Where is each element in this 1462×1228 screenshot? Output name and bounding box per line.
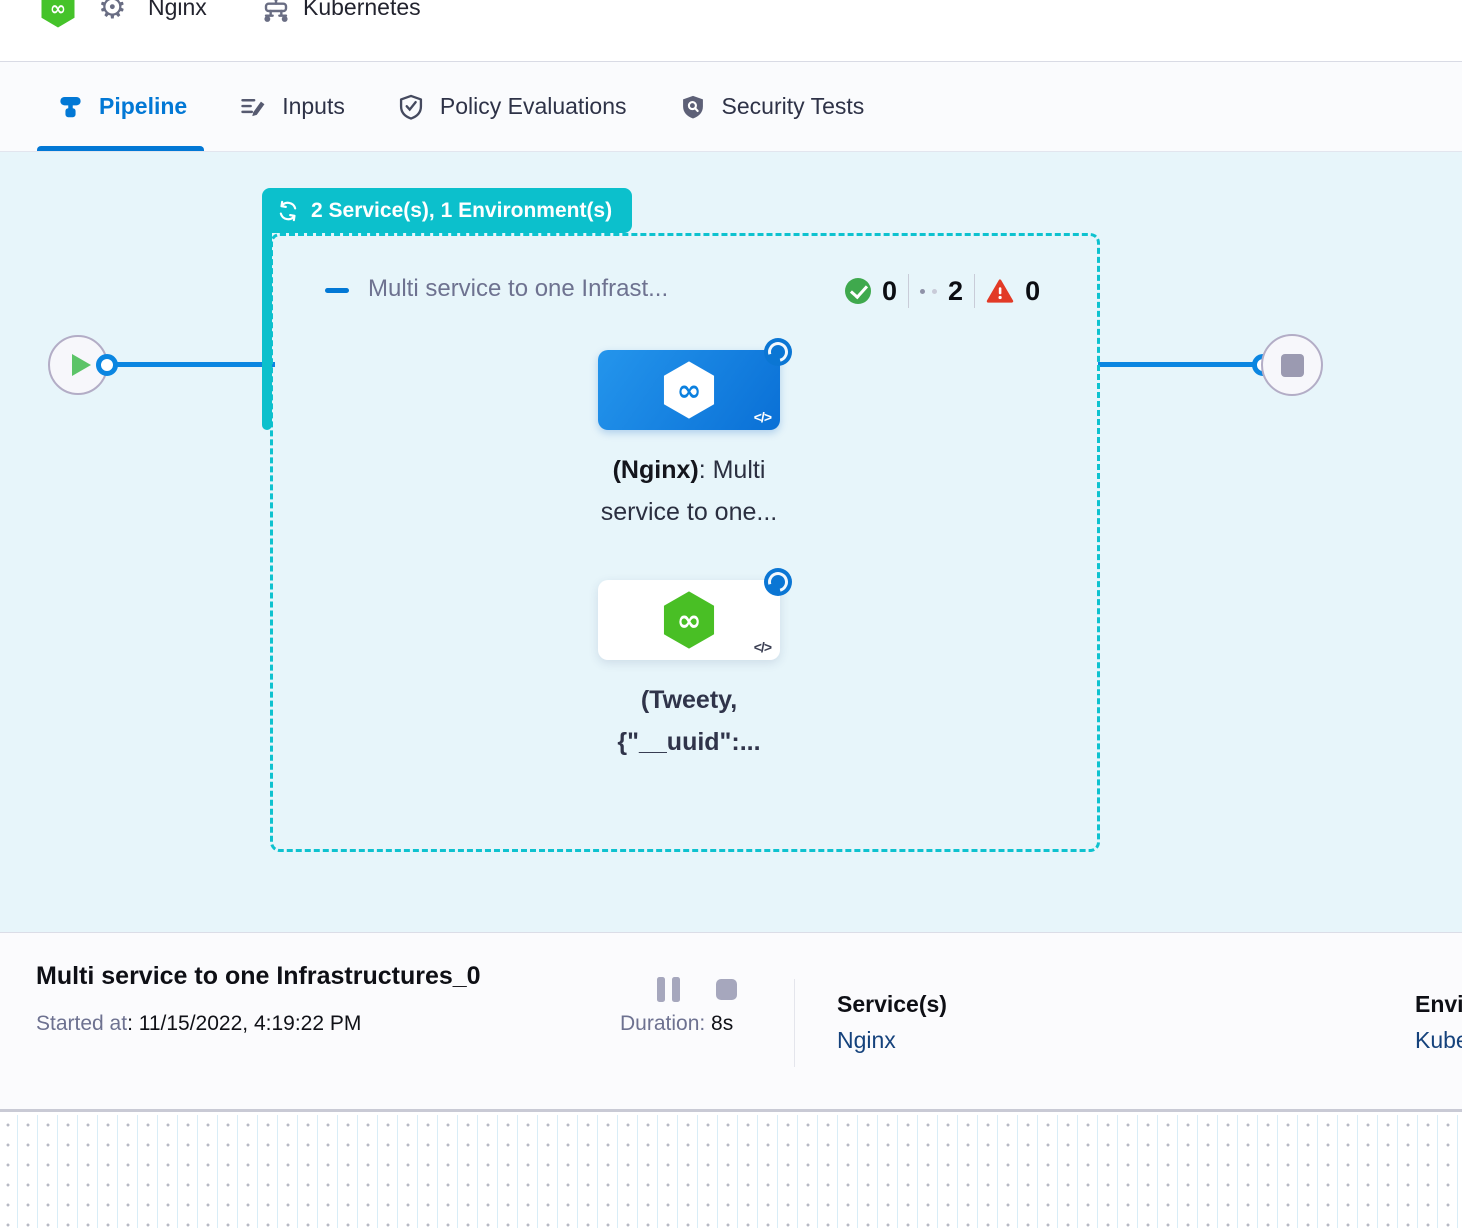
tab-security-tests[interactable]: Security Tests xyxy=(679,62,865,151)
failed-count: 0 xyxy=(1025,275,1041,306)
harness-logo-icon: ∞ xyxy=(41,0,75,28)
success-count: 0 xyxy=(882,275,898,306)
running-spinner-badge xyxy=(764,338,792,366)
execution-summary-bar: Multi service to one Infrastructures_0 S… xyxy=(0,932,1462,1112)
shield-check-icon xyxy=(399,94,422,120)
header-pipeline-name[interactable]: Nginx xyxy=(148,0,207,20)
stage-services-badge-label: 2 Service(s), 1 Environment(s) xyxy=(311,198,613,222)
service-node-tweety-label: (Tweety, {"__uuid":... xyxy=(554,679,824,763)
canvas-grid-background xyxy=(0,1115,1462,1228)
started-at-row: Started at: 11/15/2022, 4:19:22 PM xyxy=(36,1012,361,1036)
pipeline-settings-gear-icon[interactable]: ⚙ xyxy=(98,0,127,25)
stop-execution-button[interactable] xyxy=(716,979,737,1000)
duration-row: Duration: 8s xyxy=(620,1012,733,1036)
shield-scan-icon xyxy=(682,95,703,119)
pipeline-icon xyxy=(60,96,81,118)
pause-execution-button[interactable] xyxy=(657,977,680,1002)
tab-pipeline-label: Pipeline xyxy=(99,93,188,119)
code-icon: </> xyxy=(753,409,772,425)
execution-header: ∞ ⚙ Nginx Kubernetes xyxy=(0,0,1462,62)
service-node-tweety[interactable]: ∞ </> xyxy=(598,580,780,660)
footer-divider xyxy=(794,979,795,1067)
header-environment-name[interactable]: Kubernetes xyxy=(303,0,421,20)
tab-inputs-label: Inputs xyxy=(282,93,345,119)
inputs-icon xyxy=(241,98,265,116)
stage-loop-bar xyxy=(262,222,272,430)
node-label-line2: {"__uuid":... xyxy=(617,728,761,756)
tab-inputs[interactable]: Inputs xyxy=(239,62,345,151)
node-label-rest: : Multi xyxy=(698,456,766,484)
kubernetes-environment-icon xyxy=(264,0,288,22)
success-status-icon xyxy=(845,278,871,304)
svg-text:∞: ∞ xyxy=(50,0,66,20)
node-label-line1: (Tweety, xyxy=(640,686,738,714)
svg-text:∞: ∞ xyxy=(677,604,702,639)
stage-status-counts: 0 2 0 xyxy=(845,274,1040,308)
execution-title: Multi service to one Infrastructures_0 xyxy=(36,962,481,990)
started-at-value: : 11/15/2022, 4:19:22 PM xyxy=(127,1012,362,1035)
status-divider xyxy=(974,274,976,308)
running-count: 2 xyxy=(948,275,964,306)
connector-line-right xyxy=(1098,362,1264,367)
stop-icon xyxy=(1280,353,1304,377)
harness-service-icon: ∞ xyxy=(663,591,715,649)
stage-group-box[interactable] xyxy=(270,233,1100,852)
pipeline-end-node[interactable] xyxy=(1261,334,1323,396)
service-node-nginx-label: (Nginx): Multi service to one... xyxy=(554,449,824,533)
code-icon: </> xyxy=(753,639,772,655)
execution-tabbar: Pipeline Inputs Policy Evaluations xyxy=(0,62,1462,152)
running-status-icon xyxy=(920,288,938,294)
pipeline-canvas[interactable]: 2 Service(s), 1 Environment(s) Multi ser… xyxy=(0,152,1462,932)
service-node-nginx[interactable]: ∞ </> xyxy=(598,350,780,430)
running-spinner-badge xyxy=(764,568,792,596)
loop-refresh-icon xyxy=(279,200,297,221)
environment-value-link[interactable]: Kubernetes xyxy=(1415,1027,1462,1053)
harness-service-icon: ∞ xyxy=(663,361,715,419)
stage-name: Multi service to one Infrast... xyxy=(368,275,669,302)
active-tab-underline xyxy=(37,146,205,151)
tab-pipeline[interactable]: Pipeline xyxy=(37,62,205,151)
services-label: Service(s) xyxy=(837,991,947,1017)
connector-line-left xyxy=(105,362,275,367)
svg-text:∞: ∞ xyxy=(677,374,702,409)
collapse-stage-button[interactable] xyxy=(325,288,349,293)
started-at-label: Started at xyxy=(36,1012,128,1035)
stage-services-badge[interactable]: 2 Service(s), 1 Environment(s) xyxy=(262,188,633,233)
duration-value: 8s xyxy=(705,1012,734,1035)
environment-label: Environment(s) xyxy=(1415,991,1462,1017)
connector-dot-start xyxy=(96,354,118,376)
node-label-line2: service to one... xyxy=(600,498,778,526)
duration-label: Duration: xyxy=(620,1012,706,1035)
services-value-link[interactable]: Nginx xyxy=(837,1027,896,1053)
status-divider xyxy=(908,274,910,308)
play-icon xyxy=(71,354,91,376)
failed-status-icon xyxy=(986,279,1014,303)
tab-policy-evaluations[interactable]: Policy Evaluations xyxy=(397,62,627,151)
tab-policy-evaluations-label: Policy Evaluations xyxy=(439,93,627,119)
tab-security-tests-label: Security Tests xyxy=(721,93,865,119)
node-label-bold: (Nginx) xyxy=(612,456,699,484)
